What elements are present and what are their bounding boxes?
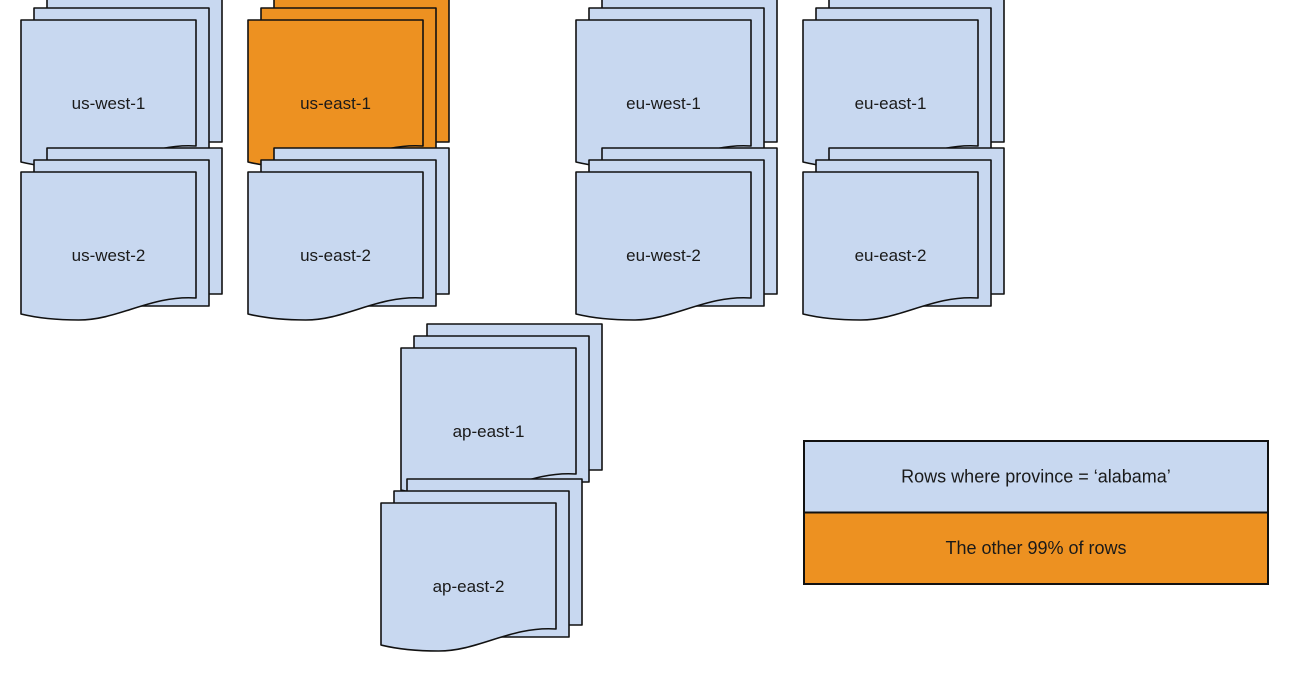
document-stack-us-east-1[interactable]: us-east-1 xyxy=(247,0,450,169)
legend-row-orange: The other 99% of rows xyxy=(803,511,1269,585)
document-sheet-front-eu-east-2 xyxy=(802,171,979,321)
legend: Rows where province = ‘alabama’The other… xyxy=(803,440,1269,585)
legend-row-blue: Rows where province = ‘alabama’ xyxy=(803,440,1269,514)
document-stack-us-west-2[interactable]: us-west-2 xyxy=(20,147,223,321)
document-stack-us-east-2[interactable]: us-east-2 xyxy=(247,147,450,321)
document-sheet-front-eu-east-1 xyxy=(802,19,979,169)
document-sheet-front-us-west-1 xyxy=(20,19,197,169)
legend-row-blue-swatch xyxy=(803,440,1269,514)
document-stack-us-west-1[interactable]: us-west-1 xyxy=(20,0,223,169)
document-sheet-front-eu-west-2 xyxy=(575,171,752,321)
document-stack-eu-west-2[interactable]: eu-west-2 xyxy=(575,147,778,321)
document-stack-eu-west-1[interactable]: eu-west-1 xyxy=(575,0,778,169)
document-stack-ap-east-2[interactable]: ap-east-2 xyxy=(380,478,583,652)
legend-row-orange-swatch xyxy=(803,511,1269,585)
document-stack-eu-east-1[interactable]: eu-east-1 xyxy=(802,0,1005,169)
document-stack-ap-east-1[interactable]: ap-east-1 xyxy=(400,323,603,497)
document-stack-eu-east-2[interactable]: eu-east-2 xyxy=(802,147,1005,321)
document-sheet-front-ap-east-2 xyxy=(380,502,557,652)
document-sheet-front-eu-west-1 xyxy=(575,19,752,169)
document-sheet-front-us-east-1 xyxy=(247,19,424,169)
document-sheet-front-ap-east-1 xyxy=(400,347,577,497)
document-sheet-front-us-west-2 xyxy=(20,171,197,321)
document-sheet-front-us-east-2 xyxy=(247,171,424,321)
